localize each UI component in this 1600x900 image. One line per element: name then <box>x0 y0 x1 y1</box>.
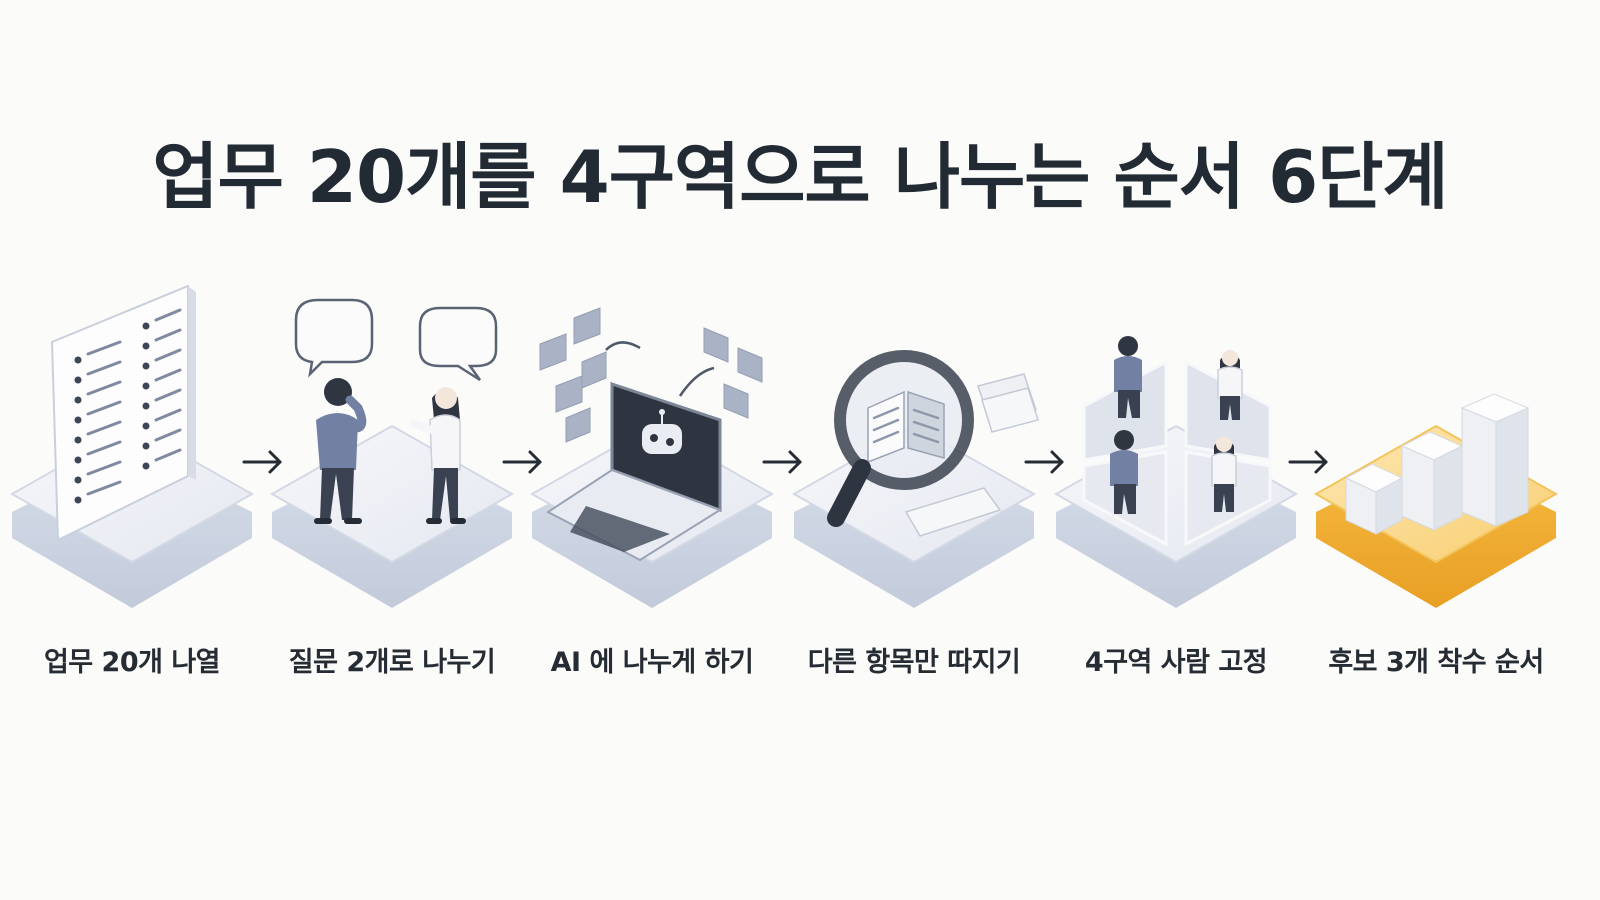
step-label-3: AI 에 나누게 하기 <box>550 647 754 678</box>
step-label-5: 4구역 사람 고정 <box>1084 647 1268 678</box>
step-label-6: 후보 3개 착수 순서 <box>1328 647 1544 678</box>
laptop-robot-icon <box>539 307 763 562</box>
list-sheet-icon <box>50 284 196 542</box>
arrow-right-icon <box>502 450 542 474</box>
step-label-4: 다른 항목만 따지기 <box>807 647 1021 678</box>
magnifier-documents-icon <box>827 350 1039 537</box>
arrow-right-icon <box>242 450 282 474</box>
four-quadrant-people-icon <box>1082 336 1272 547</box>
page-title: 업무 20개를 4구역으로 나누는 순서 6단계 <box>152 135 1448 219</box>
platform-2 <box>269 424 515 608</box>
step-label-1: 업무 20개 나열 <box>43 647 221 678</box>
arrow-right-icon <box>762 450 802 474</box>
step-label-2: 질문 2개로 나누기 <box>288 647 496 678</box>
robot-icon <box>642 409 682 454</box>
two-people-talking-icon <box>294 298 498 524</box>
bar-blocks-icon <box>1344 393 1530 535</box>
arrow-right-icon <box>1288 450 1328 474</box>
arrow-right-icon <box>1024 450 1064 474</box>
